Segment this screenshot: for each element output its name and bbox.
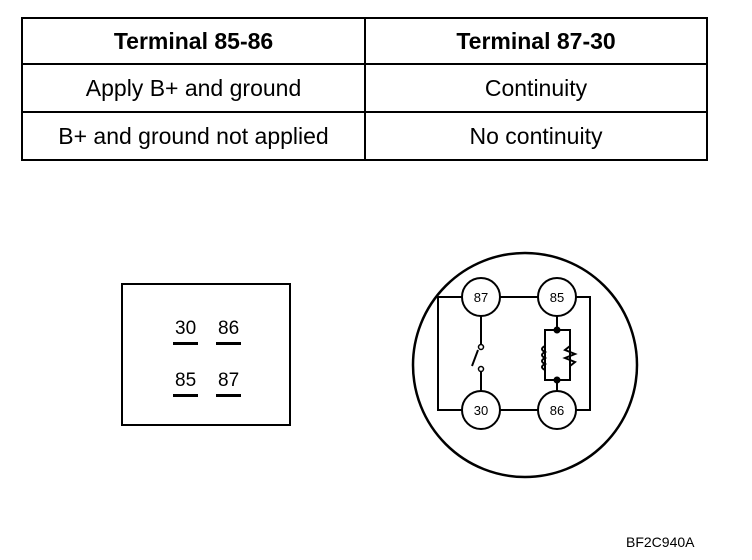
terminal-87: 87 [461,277,501,317]
relay-schematic: 87 85 30 86 [411,251,639,479]
terminal-86-circle [537,390,577,430]
pin-30-label: 30 [172,318,199,345]
row1-condition: Apply B+ and ground [21,63,366,113]
pin-87-label: 87 [215,370,242,397]
figure-code: BF2C940A [626,534,695,550]
pin-85-label: 85 [172,370,199,397]
relay-test-table: Terminal 85-86 Terminal 87-30 Apply B+ a… [21,17,708,161]
switch-contact-top [477,343,485,351]
terminal-30-label: 30 [474,403,488,418]
left-wire [437,296,462,411]
row1-result: Continuity [364,63,708,113]
resistor-symbol [562,345,578,367]
row2-result: No continuity [364,111,708,161]
table-row: B+ and ground not applied No continuity [21,111,708,161]
row2-condition: B+ and ground not applied [21,111,366,161]
coil-loop [544,329,571,381]
terminal-85-circle [537,277,577,317]
terminal-86-label: 86 [550,403,564,418]
table-header-row: Terminal 85-86 Terminal 87-30 [21,17,708,65]
terminal-86: 86 [537,390,577,430]
terminal-85: 85 [537,277,577,317]
terminal-30: 30 [461,390,501,430]
table-row: Apply B+ and ground Continuity [21,63,708,113]
relay-housing-outline [411,251,639,479]
terminal-87-label: 87 [474,290,488,305]
terminal-30-circle [461,390,501,430]
header-terminal-85-86: Terminal 85-86 [21,17,366,65]
pin-86-label: 86 [215,318,242,345]
switch-blade [471,349,479,367]
coil-winding [541,345,548,371]
switch-contact-bottom [477,365,485,373]
right-wire [576,296,591,411]
relay-pin-layout: 30 86 85 87 [121,283,291,426]
terminal-85-label: 85 [550,290,564,305]
terminal-87-circle [461,277,501,317]
header-terminal-87-30: Terminal 87-30 [364,17,708,65]
